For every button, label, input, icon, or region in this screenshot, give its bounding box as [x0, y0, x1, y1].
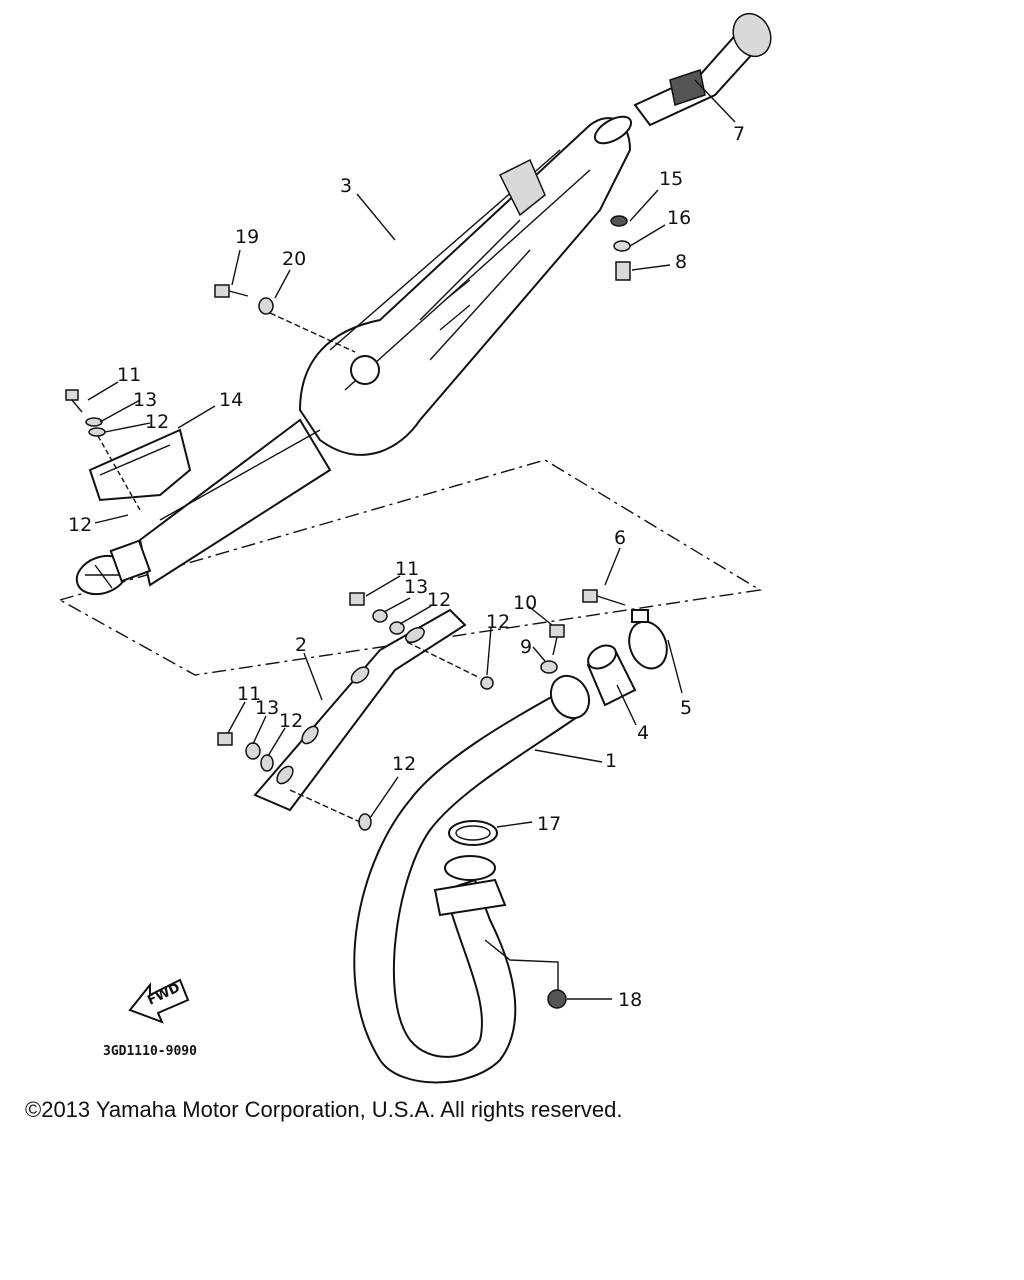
exhaust-pipe: [353, 674, 591, 1084]
callout-12-lower: 12: [279, 710, 303, 732]
callout-2: 2: [295, 634, 307, 656]
callout-13-heat-protector: 13: [133, 389, 157, 411]
muffler-heat-protector: [88, 428, 192, 502]
callout-12-heat-protector-lower: 12: [68, 514, 92, 536]
callout-17: 17: [537, 813, 561, 835]
callout-8: 8: [675, 251, 687, 273]
callout-10: 10: [513, 592, 537, 614]
callout-6: 6: [614, 527, 626, 549]
callout-11-upper: 11: [395, 558, 419, 580]
leader-lines: [87, 79, 736, 1000]
callout-11-heat-protector: 11: [117, 364, 141, 386]
callout-15: 15: [659, 168, 683, 190]
drawing-code: 3GD1110-9090: [103, 1044, 197, 1059]
exhaust-gasket: [448, 820, 498, 846]
callout-20: 20: [282, 248, 306, 270]
callout-4: 4: [637, 722, 649, 744]
callout-7: 7: [733, 123, 745, 145]
fasteners: [65, 215, 631, 1009]
callout-14: 14: [219, 389, 243, 411]
callout-12-upper: 12: [427, 589, 451, 611]
exhaust-joint: [586, 644, 637, 707]
callout-13-upper: 13: [404, 576, 428, 598]
callout-5: 5: [680, 697, 692, 719]
exhaust-pipe-protector: [253, 608, 467, 812]
exhaust-clamp: [628, 609, 668, 670]
callout-9: 9: [520, 636, 532, 658]
callout-12-lower-rear: 12: [392, 753, 416, 775]
forward-arrow-icon: FWD: [128, 978, 190, 1024]
muffler-inlet-tube: [633, 12, 772, 127]
callout-3: 3: [340, 175, 352, 197]
callout-12-pipe: 12: [486, 611, 510, 633]
callout-12-heat-protector: 12: [145, 411, 169, 433]
callout-labels: 1 2 3 4 5 6 7 8 9 10 11 11 11 12 12 12 1…: [68, 123, 745, 1011]
callout-16: 16: [667, 207, 691, 229]
callout-13-lower: 13: [255, 697, 279, 719]
muffler-body: [75, 115, 633, 596]
callout-18: 18: [618, 989, 642, 1011]
assembly-outline: [59, 459, 763, 676]
exhaust-exploded-diagram: FWD 3GD1110-9090 1 2 3 4 5 6 7 8 9 10 11…: [59, 12, 772, 1084]
copyright-notice: ©2013 Yamaha Motor Corporation, U.S.A. A…: [25, 1097, 623, 1122]
callout-11-lower: 11: [237, 683, 261, 705]
callout-19: 19: [235, 226, 259, 248]
callout-1: 1: [605, 750, 617, 772]
